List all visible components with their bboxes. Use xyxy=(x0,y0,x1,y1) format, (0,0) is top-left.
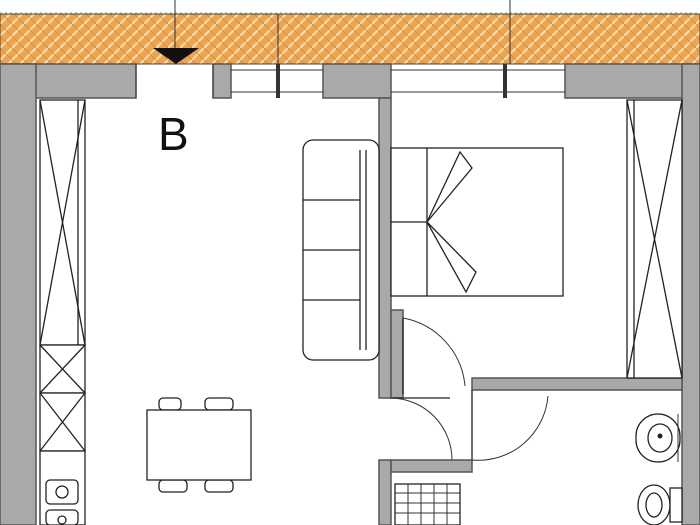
dining-table xyxy=(146,397,252,493)
bathroom-door xyxy=(471,390,549,461)
unit-label: B xyxy=(158,108,189,160)
hall-door xyxy=(390,397,453,461)
washbasin xyxy=(635,413,681,463)
outer-walls xyxy=(0,63,700,525)
entrance-arrow-icon xyxy=(153,48,199,64)
shower-tray xyxy=(394,483,461,525)
terrace xyxy=(0,0,700,65)
toilet xyxy=(637,484,683,525)
bedroom-door xyxy=(402,317,466,394)
wardrobe xyxy=(626,99,683,379)
sofa xyxy=(302,139,380,361)
kitchen-cabinets xyxy=(39,99,86,525)
double-bed xyxy=(390,147,564,297)
interior-walls xyxy=(378,97,683,525)
garden-strip xyxy=(0,0,700,14)
